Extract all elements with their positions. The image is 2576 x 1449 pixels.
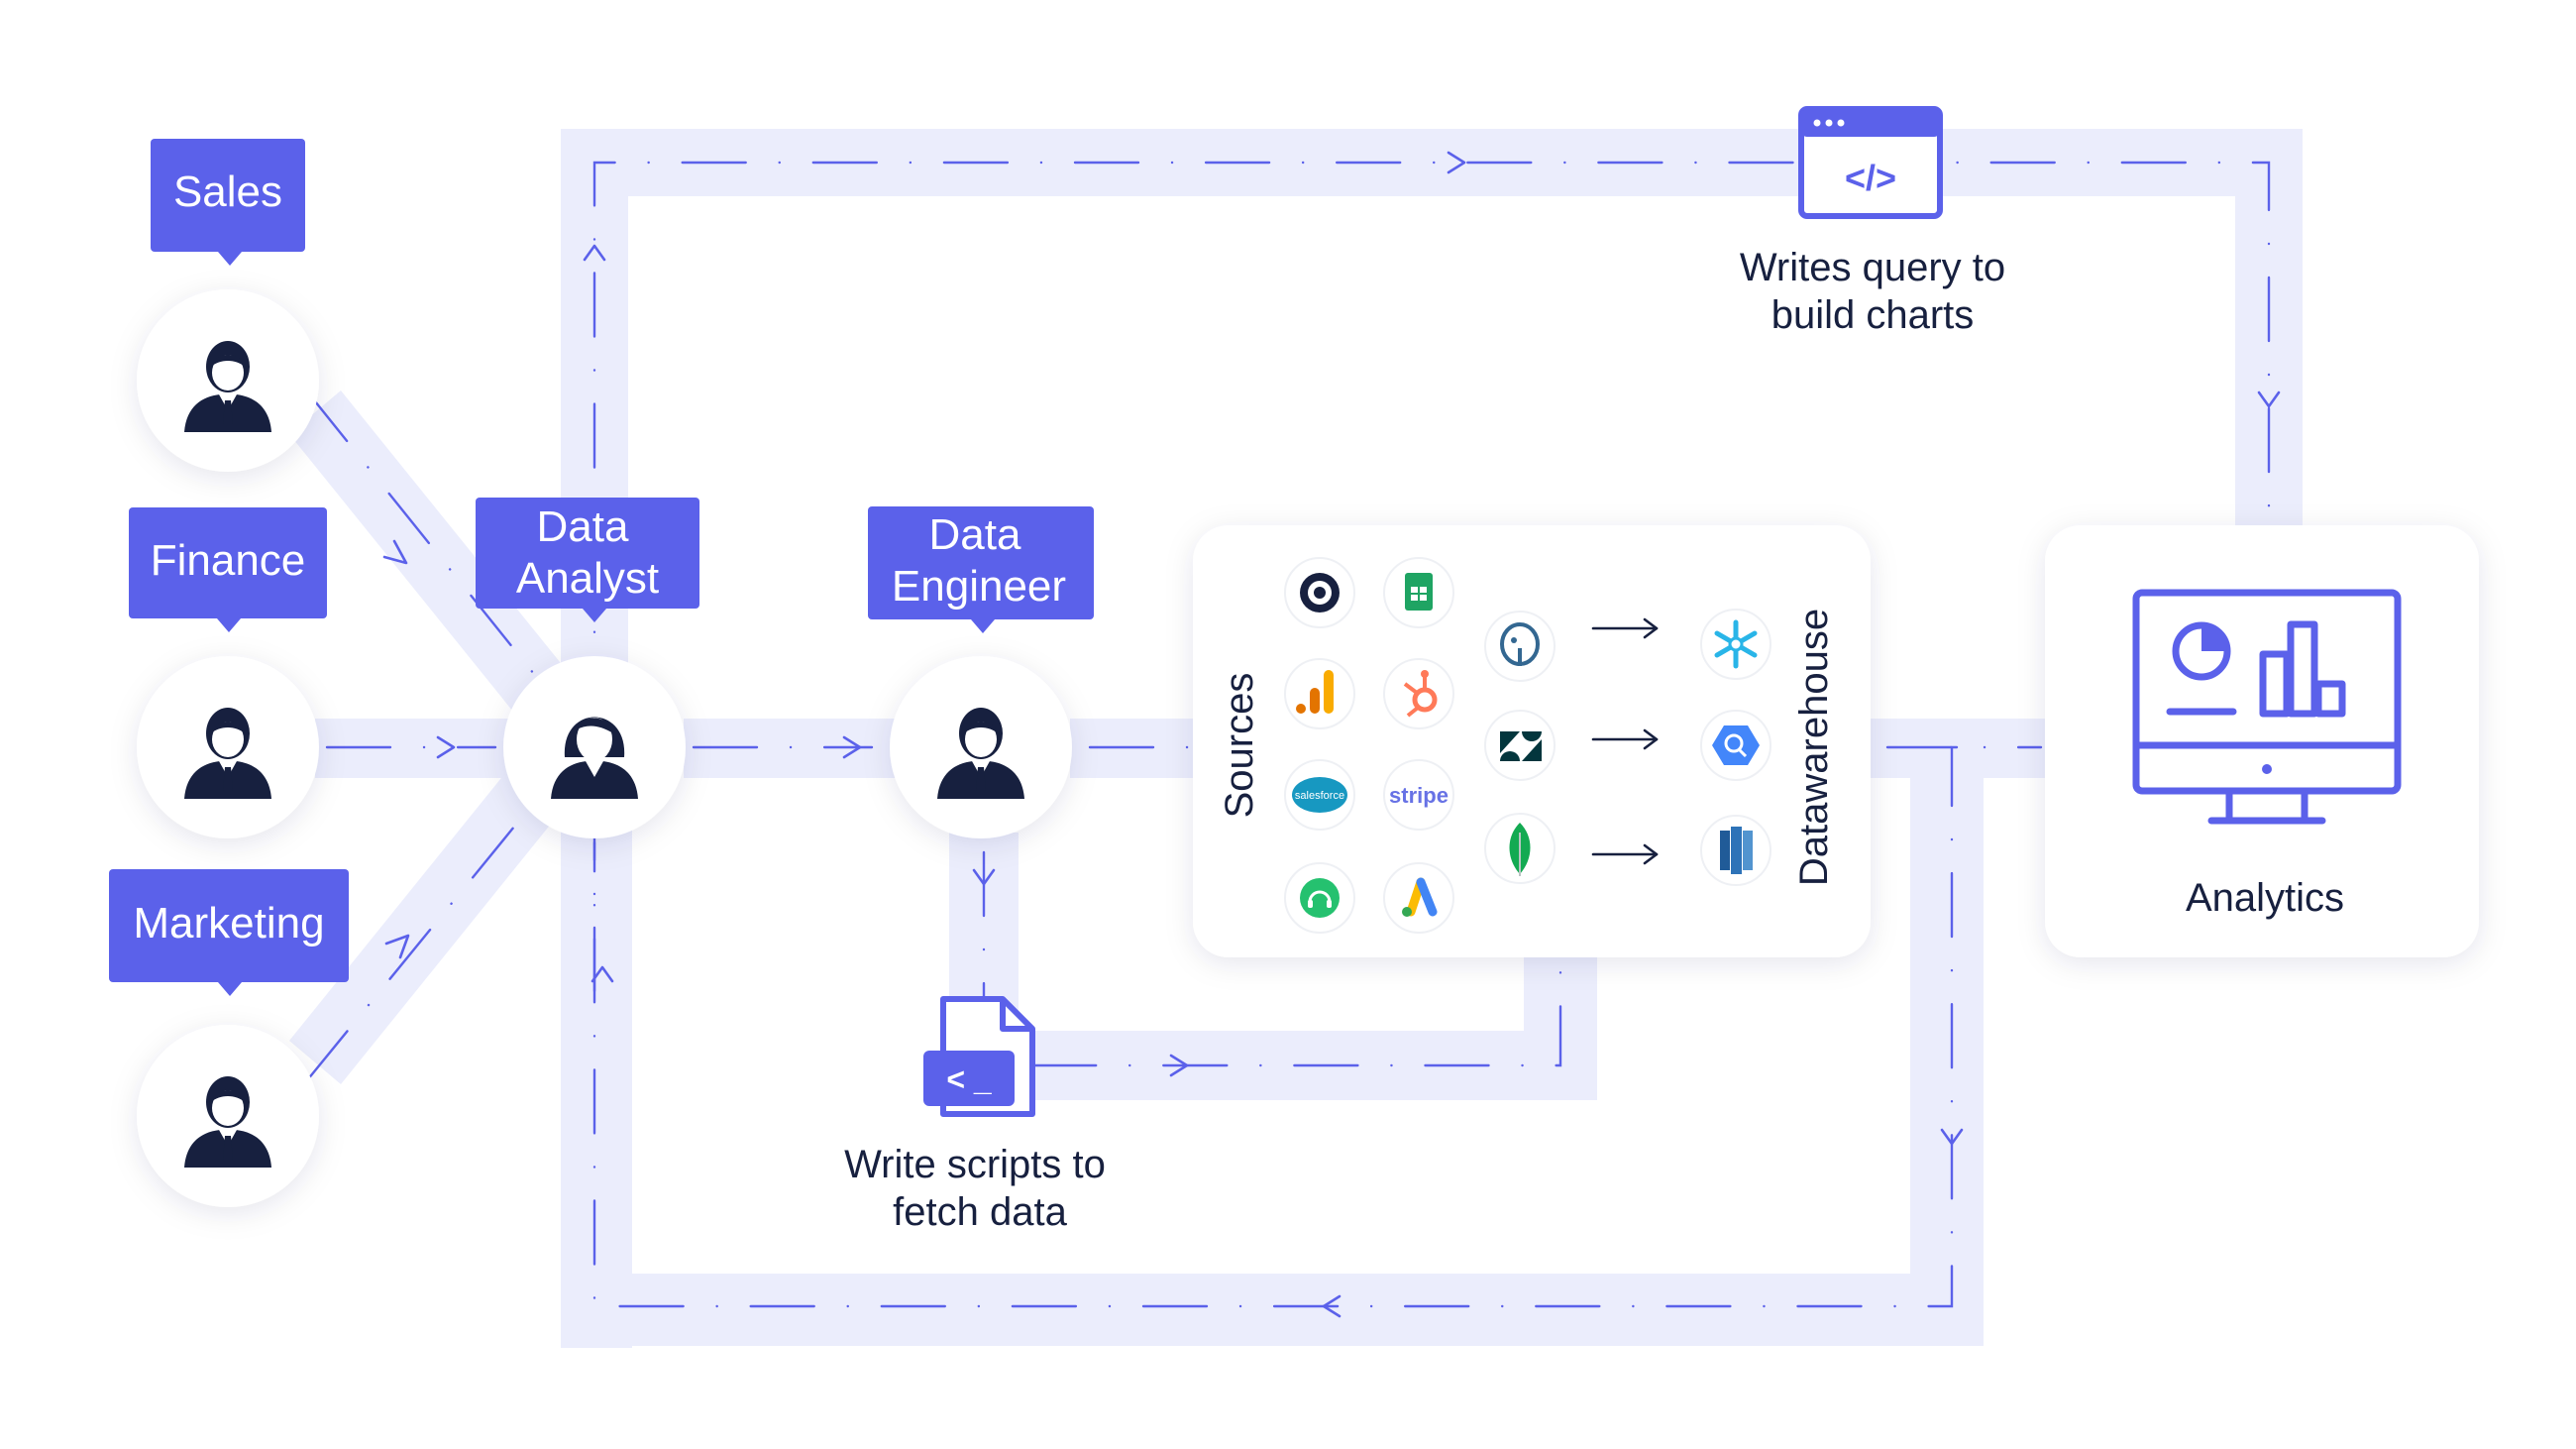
arrow-right-icon	[1591, 728, 1659, 750]
track-marketing-analyst	[289, 753, 573, 1084]
prompt-glyph: < _	[946, 1061, 993, 1097]
warehouse-label: Datawarehouse	[1792, 609, 1836, 886]
arrow-right-icon	[1591, 617, 1659, 639]
arrow-left-icon	[1322, 1294, 1342, 1318]
role-label-marketing: Marketing	[133, 899, 324, 947]
avatar-finance	[137, 656, 319, 838]
transfer-arrows	[1591, 617, 1659, 865]
role-label-sales: Sales	[173, 167, 282, 216]
flow-marketing-analyst	[305, 781, 552, 1082]
salesforce-text: salesforce	[1295, 790, 1344, 802]
caption-scripts-line2: fetch data	[893, 1190, 1067, 1234]
hubspot-icon	[1383, 658, 1454, 729]
postgresql-icon	[1484, 611, 1556, 682]
analytics-card: Analytics	[2045, 525, 2479, 957]
arrow-right-icon	[436, 735, 456, 759]
person-icon	[937, 708, 1024, 799]
code-glyph: </>	[1845, 158, 1896, 198]
label-marketing: Marketing	[109, 869, 349, 996]
stripe-text: stripe	[1389, 783, 1449, 808]
person-female-icon	[551, 717, 638, 799]
redshift-icon	[1700, 815, 1771, 886]
arrow-diagonal-icon	[382, 539, 408, 565]
arrow-down-icon	[1940, 1128, 1964, 1146]
avatar-marketing	[137, 1025, 319, 1207]
sources-label: Sources	[1218, 673, 1261, 819]
role-label-engineer-line2: Engineer	[892, 562, 1066, 611]
role-label-analyst-line1: Data	[537, 502, 629, 551]
track-bottom-right	[1910, 719, 1984, 1346]
role-label-engineer-line1: Data	[929, 510, 1021, 559]
google-analytics-icon	[1284, 658, 1355, 729]
arrow-down-icon	[2257, 390, 2281, 408]
bigquery-icon	[1700, 710, 1771, 781]
arrow-right-icon	[1169, 1054, 1189, 1077]
person-icon	[184, 1076, 271, 1168]
stripe-icon: stripe	[1383, 759, 1454, 831]
track-bands	[289, 129, 2303, 1348]
arrow-right-icon	[842, 735, 862, 759]
caption-scripts-line1: Write scripts to	[844, 1143, 1106, 1186]
track-bottom	[561, 1274, 1984, 1346]
label-sales: Sales	[151, 139, 305, 266]
code-window-icon: </>	[1798, 106, 1943, 219]
caption-query-line1: Writes query to	[1740, 246, 2005, 289]
label-data-analyst: Data Analyst	[476, 498, 699, 622]
salesforce-icon: salesforce	[1284, 759, 1355, 831]
track-sales-analyst	[289, 390, 573, 722]
arrowheads	[382, 151, 2281, 1318]
script-file-icon: < _	[923, 996, 1035, 1117]
track-left-lower	[561, 803, 632, 1348]
person-icon	[184, 708, 271, 799]
flow-sales-analyst	[305, 390, 552, 696]
google-sheets-icon	[1383, 557, 1454, 628]
arrow-up-icon	[590, 965, 614, 983]
avatar-data-engineer	[890, 656, 1072, 838]
avatar-sales	[137, 289, 319, 472]
label-data-engineer: Data Engineer	[868, 506, 1094, 633]
avatar-data-analyst	[503, 656, 686, 838]
mongodb-icon	[1484, 813, 1556, 884]
arrow-up-icon	[583, 244, 606, 262]
arrow-right-icon	[1591, 843, 1659, 865]
analytics-monitor-icon	[2132, 589, 2402, 825]
google-ads-icon	[1383, 862, 1454, 934]
analytics-label: Analytics	[2186, 876, 2344, 920]
freshdesk-icon	[1284, 862, 1355, 934]
flow-bottom-loop	[592, 745, 1959, 1308]
label-finance: Finance	[129, 507, 327, 632]
flow-engineer-script	[982, 850, 1562, 1067]
mailchimp-icon	[1284, 557, 1355, 628]
zendesk-icon	[1484, 710, 1556, 781]
caption-query-line2: build charts	[1771, 293, 1975, 337]
arrow-right-icon	[1447, 151, 1466, 174]
role-label-finance: Finance	[151, 536, 306, 585]
snowflake-icon	[1700, 609, 1771, 680]
sources-panel: Sources Datawarehouse	[1193, 525, 1871, 957]
arrow-down-icon	[972, 868, 996, 886]
person-icon	[184, 341, 271, 432]
role-label-analyst-line2: Analyst	[516, 554, 659, 603]
arrow-diagonal-icon	[384, 934, 410, 959]
